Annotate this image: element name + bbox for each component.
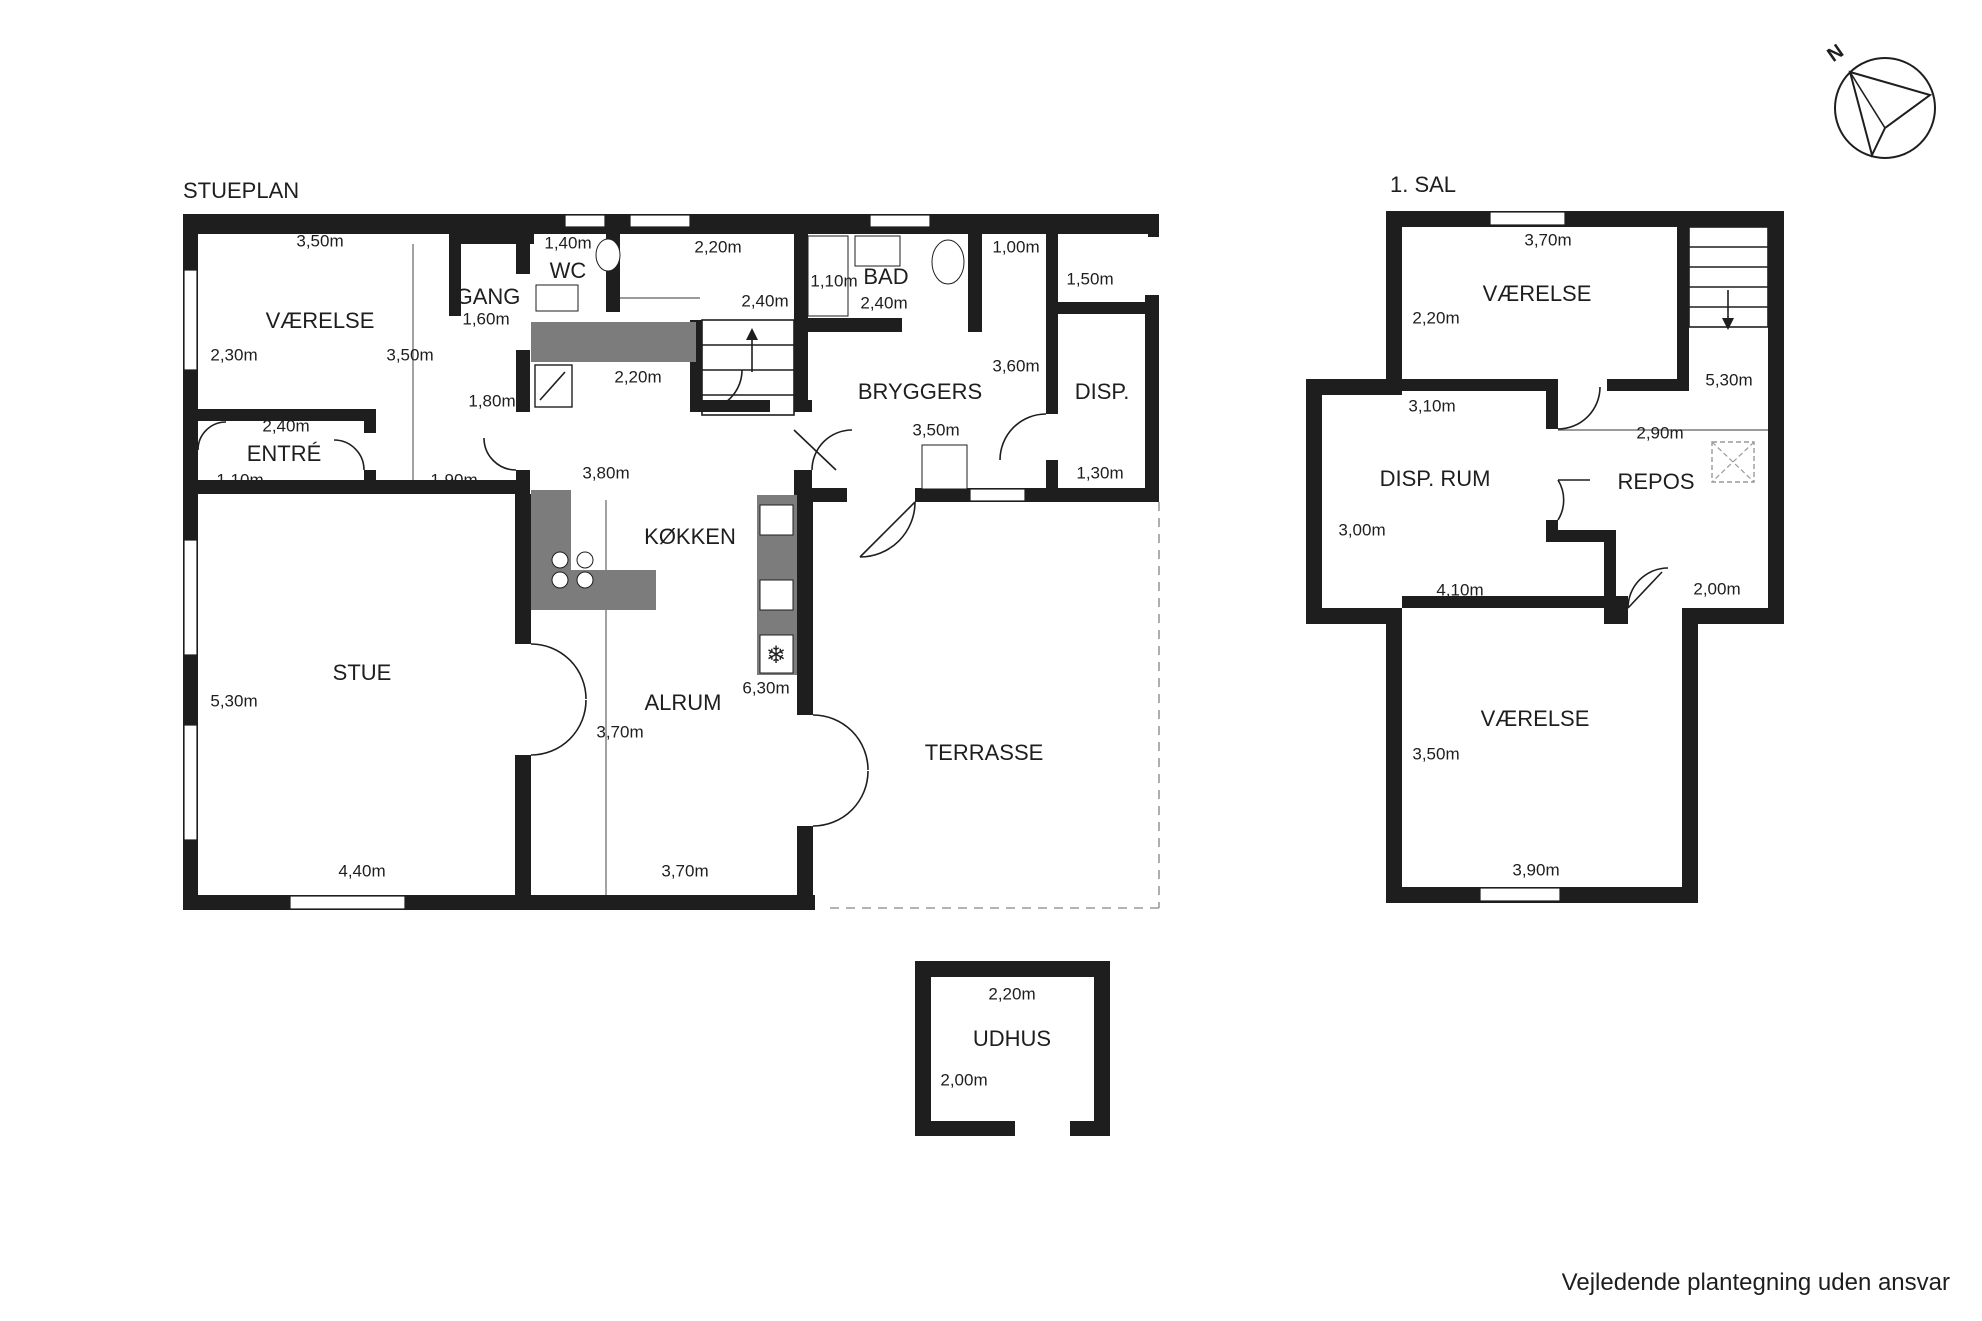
dim-wc-w: 1,40m [544, 233, 591, 252]
dishwasher-icon [759, 579, 794, 611]
room-label-disp: DISP. [1075, 379, 1130, 404]
dim-stair-upper-h: 5,30m [1705, 370, 1752, 389]
compass-north-label: N [1823, 40, 1847, 66]
dim-bad-w: 1,10m [810, 271, 857, 290]
ground-floor-details [412, 244, 1160, 909]
wc-toilet-icon [595, 238, 621, 272]
first-floor-details [1557, 226, 1769, 609]
sink-icon [759, 504, 794, 536]
compass-icon: N [1823, 40, 1936, 159]
dim-gang-w: 1,60m [462, 309, 509, 328]
toilet-icon [931, 239, 965, 285]
dim-cupboard-w: 1,00m [992, 237, 1039, 256]
dim-stue-h: 5,30m [210, 691, 257, 710]
skylight-icon [1711, 441, 1755, 483]
kitchen-counters: ❄ [531, 322, 797, 675]
washer-icon [921, 444, 968, 490]
room-label-wc: WC [550, 258, 587, 283]
dim-disp-rum-h: 3,00m [1338, 520, 1385, 539]
wc-basin-icon [535, 284, 579, 312]
washbasin-icon [854, 235, 901, 267]
svg-text:❄: ❄ [766, 642, 786, 669]
room-label-vaerelse-upper-bottom: VÆRELSE [1481, 706, 1590, 731]
dim-stair-h: 2,40m [741, 291, 788, 310]
dim-vaerelse-h: 2,30m [210, 345, 257, 364]
dim-vaerelse-w: 3,50m [296, 231, 343, 250]
dim-cupboard-h: 1,50m [1066, 269, 1113, 288]
dim-kitchen-h: 3,80m [582, 463, 629, 482]
bathroom-fixtures [535, 235, 968, 490]
dim-bad-h: 2,40m [860, 293, 907, 312]
dim-entre-w: 2,40m [262, 416, 309, 435]
dim-disp-rum-bottom: 4,10m [1436, 580, 1483, 599]
room-label-stue: STUE [333, 660, 392, 685]
dimension-labels: 3,50m 2,30m 3,50m 1,40m 1,60m 1,80m 2,20… [210, 230, 1752, 1089]
dim-kitchen-side: 6,30m [742, 678, 789, 697]
dim-hall-w: 1,90m [430, 470, 477, 489]
dim-hall-h: 3,50m [386, 345, 433, 364]
room-label-gang: GANG [456, 284, 521, 309]
room-label-entre: ENTRÉ [247, 441, 322, 466]
dim-entre-h: 1,10m [216, 470, 263, 489]
dim-disp-w: 1,30m [1076, 463, 1123, 482]
room-label-udhus: UDHUS [973, 1026, 1051, 1051]
first-floor-walls [1306, 211, 1784, 903]
room-label-bryggers: BRYGGERS [858, 379, 982, 404]
first-floor-title: 1. SAL [1390, 172, 1456, 197]
dim-upper-vaerelse-w: 3,70m [1524, 230, 1571, 249]
dim-bryggers-h: 3,60m [992, 356, 1039, 375]
first-floor-windows [1479, 211, 1566, 902]
dim-udhus-w: 2,20m [988, 984, 1035, 1003]
dim-udhus-h: 2,00m [940, 1070, 987, 1089]
dim-kitchen-top-w: 2,20m [694, 237, 741, 256]
room-label-terrasse: TERRASSE [925, 740, 1044, 765]
dim-stue-w: 4,40m [338, 861, 385, 880]
dim-alrum-h: 3,70m [596, 722, 643, 741]
room-label-disp-rum: DISP. RUM [1380, 466, 1491, 491]
room-label-alrum: ALRUM [644, 690, 721, 715]
dim-kitchen-w: 2,20m [614, 367, 661, 386]
room-label-repos: REPOS [1617, 469, 1694, 494]
dim-upper-vaerelse-h: 2,20m [1412, 308, 1459, 327]
bathtub-icon [807, 235, 849, 317]
room-label-bad: BAD [863, 264, 908, 289]
dim-alrum-w: 3,70m [661, 861, 708, 880]
dim-upper-bottom-h: 3,50m [1412, 744, 1459, 763]
dim-upper-bottom-w: 3,90m [1512, 860, 1559, 879]
dim-repos-w: 2,90m [1636, 423, 1683, 442]
room-label-vaerelse-upper-top: VÆRELSE [1483, 281, 1592, 306]
room-label-koekken: KØKKEN [644, 524, 736, 549]
ground-floor-title: STUEPLAN [183, 178, 299, 203]
disclaimer: Vejledende plantegning uden ansvar [1562, 1269, 1950, 1296]
udhus-walls [915, 961, 1110, 1136]
dim-disp-rum-w: 3,10m [1408, 396, 1455, 415]
freezer-icon [759, 634, 794, 674]
dim-repos-h: 2,00m [1693, 579, 1740, 598]
dim-gang-h: 1,80m [468, 391, 515, 410]
room-label-vaerelse-ground: VÆRELSE [266, 308, 375, 333]
ground-floor-doors [197, 369, 1047, 827]
dim-bryggers-w: 3,50m [912, 420, 959, 439]
ground-floor-windows [183, 214, 1026, 910]
stove-icon [551, 551, 594, 589]
